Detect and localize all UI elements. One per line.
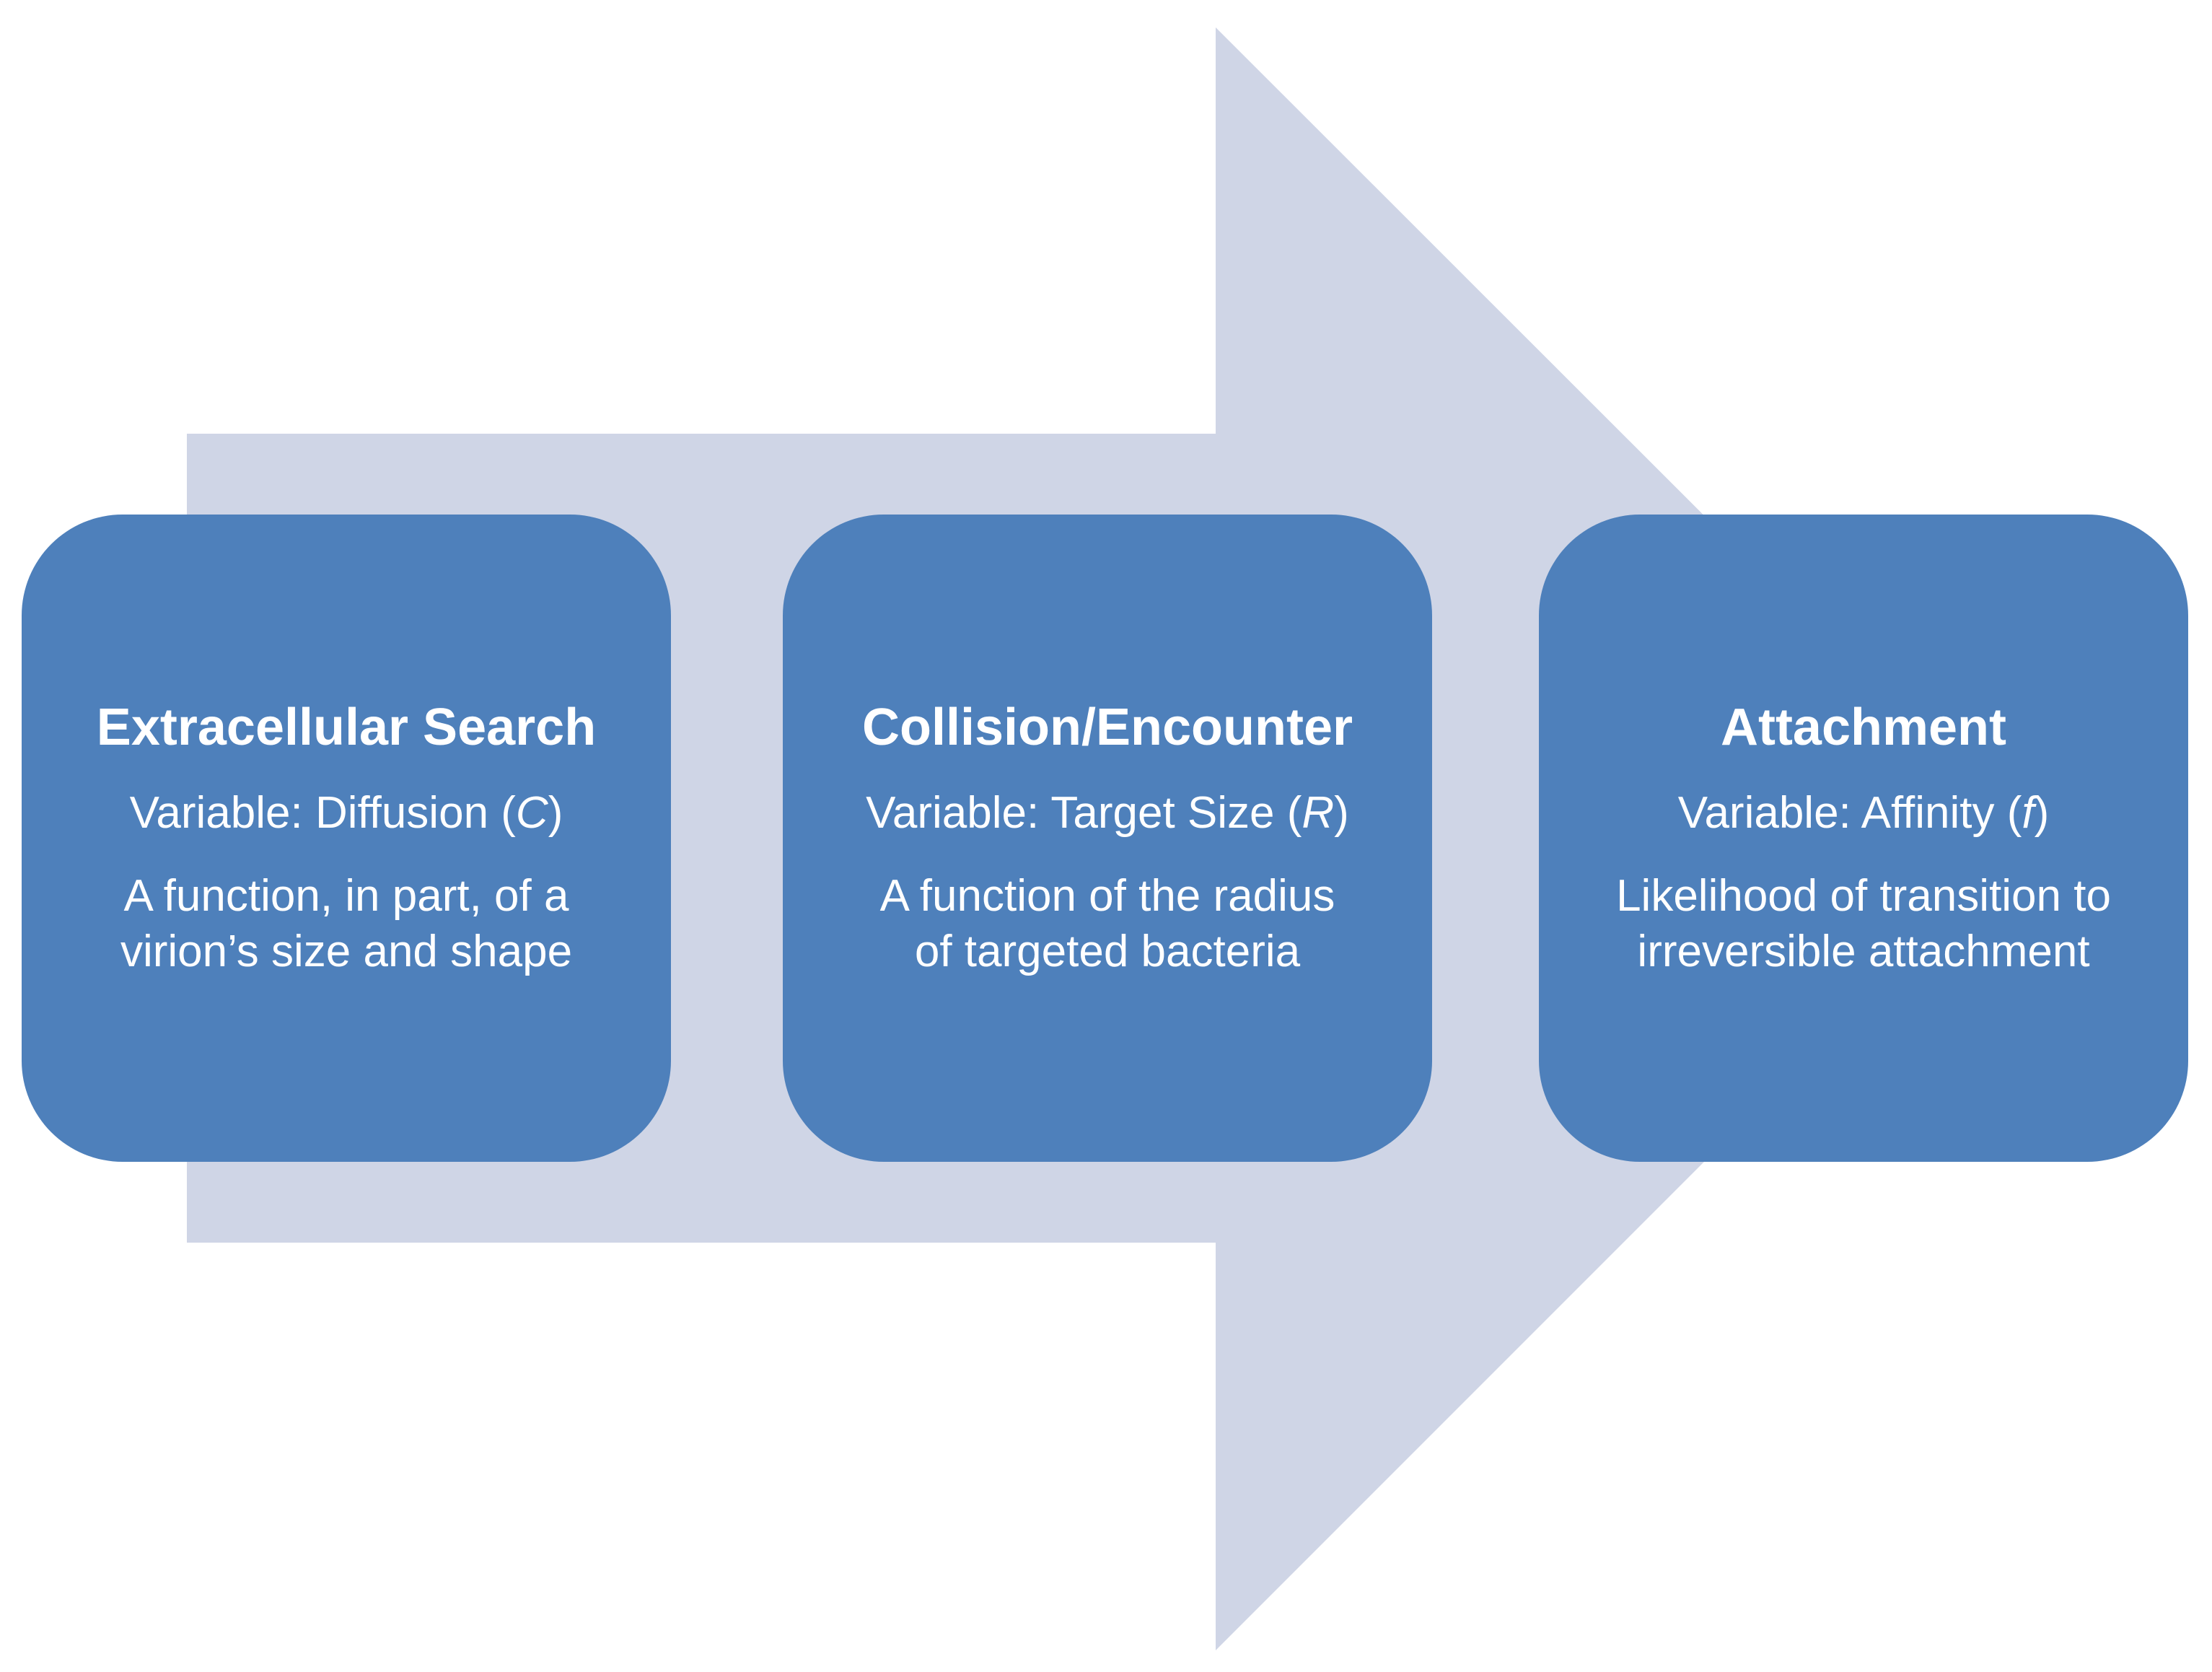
variable-symbol: f bbox=[2022, 788, 2035, 839]
description-line: irreversible attachment bbox=[1637, 927, 2090, 977]
description-line: of targeted bacteria bbox=[914, 927, 1301, 977]
step-variable: Variable: Target Size (R) bbox=[866, 786, 1349, 841]
step-box-collision-encounter: Collision/Encounter Variable: Target Siz… bbox=[783, 515, 1432, 1162]
variable-suffix: ) bbox=[2034, 788, 2050, 839]
variable-suffix: ) bbox=[548, 788, 563, 839]
description-line: A function of the radius bbox=[879, 871, 1335, 922]
variable-symbol: R bbox=[1302, 788, 1335, 839]
variable-symbol: C bbox=[515, 788, 548, 839]
step-box-extracellular-search: Extracellular Search Variable: Diffusion… bbox=[22, 515, 671, 1162]
variable-suffix: ) bbox=[1334, 788, 1349, 839]
variable-prefix: Variable: Affinity ( bbox=[1677, 788, 2022, 839]
description-line: virion’s size and shape bbox=[120, 927, 573, 977]
step-title: Extracellular Search bbox=[96, 698, 597, 756]
step-description: A function of the radius of targeted bac… bbox=[880, 869, 1335, 980]
step-title: Attachment bbox=[1720, 698, 2007, 756]
description-line: Likelihood of transition to bbox=[1616, 871, 2111, 922]
step-description: A function, in part, of a virion’s size … bbox=[120, 869, 572, 980]
step-variable: Variable: Affinity (f) bbox=[1678, 786, 2050, 841]
variable-prefix: Variable: Diffusion ( bbox=[129, 788, 516, 839]
step-box-attachment: Attachment Variable: Affinity (f) Likeli… bbox=[1539, 515, 2188, 1162]
description-line: A function, in part, of a bbox=[123, 871, 569, 922]
variable-prefix: Variable: Target Size ( bbox=[866, 788, 1302, 839]
step-title: Collision/Encounter bbox=[861, 698, 1353, 756]
step-variable: Variable: Diffusion (C) bbox=[130, 786, 563, 841]
step-description: Likelihood of transition to irreversible… bbox=[1616, 869, 2111, 980]
